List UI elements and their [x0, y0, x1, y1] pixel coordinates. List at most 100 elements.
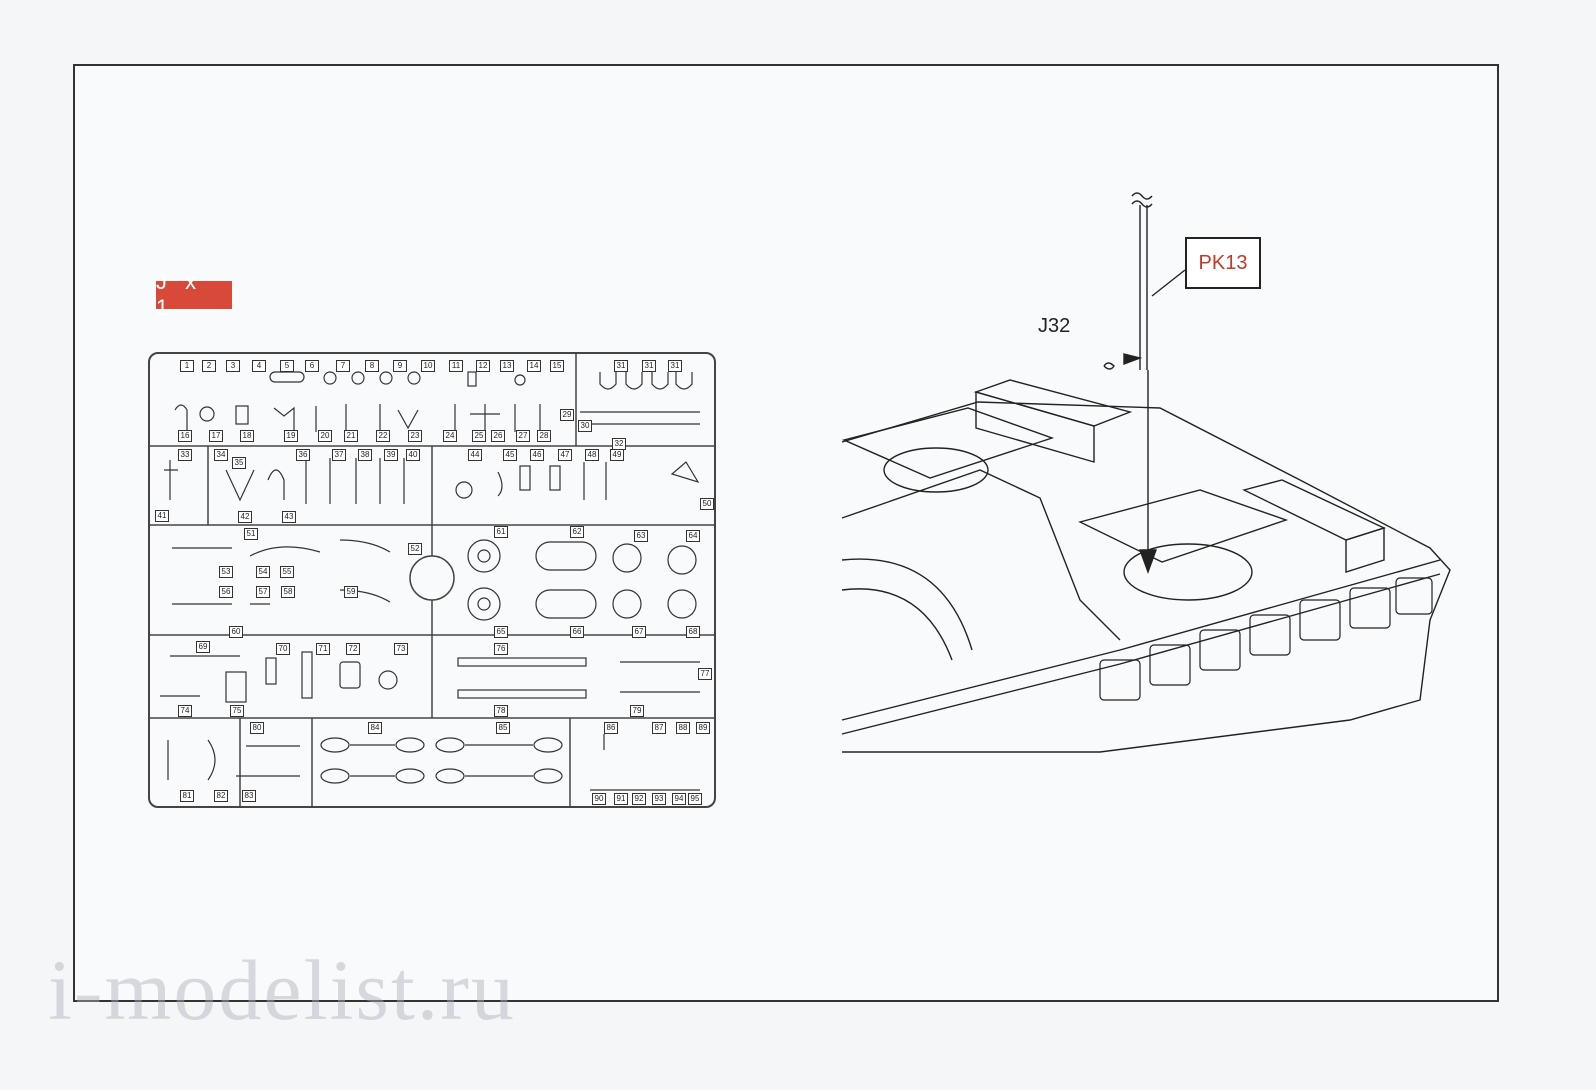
part-number-tag: 95 [688, 793, 702, 805]
part-number-tag: 6 [305, 360, 319, 372]
part-number-tag: 87 [652, 722, 666, 734]
site-watermark: i-modelist.ru [48, 942, 516, 1038]
part-number-tag: 76 [494, 643, 508, 655]
part-number-tag: 91 [614, 793, 628, 805]
part-number-tag: 68 [686, 626, 700, 638]
part-number-tag: 85 [496, 722, 510, 734]
part-number-tag: 38 [358, 449, 372, 461]
part-callout-j32: J32 [1038, 315, 1071, 337]
part-number-tag: 73 [394, 643, 408, 655]
part-number-tag: 35 [232, 457, 246, 469]
part-number-tag: 16 [178, 430, 192, 442]
part-number-tag: 3 [226, 360, 240, 372]
part-number-tag: 1 [180, 360, 194, 372]
part-number-tag: 79 [630, 705, 644, 717]
part-number-tag: 74 [178, 705, 192, 717]
part-number-tag: 30 [578, 420, 592, 432]
part-number-tag: 70 [276, 643, 290, 655]
sprue-j-frame [148, 352, 716, 808]
part-number-tag: 51 [244, 528, 258, 540]
part-number-tag: 28 [537, 430, 551, 442]
part-number-tag: 90 [592, 793, 606, 805]
part-number-tag: 40 [406, 449, 420, 461]
part-number-tag: 62 [570, 526, 584, 538]
part-number-tag: 86 [604, 722, 618, 734]
part-number-tag: 37 [332, 449, 346, 461]
part-number-tag: 64 [686, 530, 700, 542]
part-number-tag: 67 [632, 626, 646, 638]
part-number-tag: 17 [209, 430, 223, 442]
part-number-tag: 81 [180, 790, 194, 802]
part-number-tag: 52 [408, 543, 422, 555]
part-number-tag: 27 [516, 430, 530, 442]
part-number-tag: 82 [214, 790, 228, 802]
part-number-tag: 93 [652, 793, 666, 805]
part-number-tag: 19 [284, 430, 298, 442]
part-number-tag: 46 [530, 449, 544, 461]
part-number-tag: 2 [202, 360, 216, 372]
part-number-tag: 89 [696, 722, 710, 734]
part-number-tag: 61 [494, 526, 508, 538]
part-number-tag: 56 [219, 586, 233, 598]
part-number-tag: 7 [336, 360, 350, 372]
part-number-tag: 18 [240, 430, 254, 442]
part-number-tag: 59 [344, 586, 358, 598]
part-number-tag: 78 [494, 705, 508, 717]
part-number-tag: 24 [443, 430, 457, 442]
part-number-tag: 22 [376, 430, 390, 442]
part-number-tag: 71 [316, 643, 330, 655]
part-number-tag: 45 [503, 449, 517, 461]
part-number-tag: 21 [344, 430, 358, 442]
instruction-page-frame [73, 64, 1499, 1002]
part-number-tag: 11 [449, 360, 463, 372]
part-number-tag: 31 [642, 360, 656, 372]
part-number-tag: 43 [282, 511, 296, 523]
part-number-tag: 50 [700, 498, 714, 510]
part-number-tag: 5 [280, 360, 294, 372]
part-number-tag: 42 [238, 511, 252, 523]
part-number-tag: 14 [527, 360, 541, 372]
part-number-tag: 63 [634, 530, 648, 542]
tank-hull-drawing [841, 192, 1451, 753]
part-number-tag: 13 [500, 360, 514, 372]
part-number-tag: 41 [155, 510, 169, 522]
part-number-tag: 60 [229, 626, 243, 638]
part-number-tag: 34 [214, 449, 228, 461]
part-number-tag: 23 [408, 430, 422, 442]
part-number-tag: 44 [468, 449, 482, 461]
part-number-tag: 15 [550, 360, 564, 372]
part-number-tag: 58 [281, 586, 295, 598]
part-number-tag: 92 [632, 793, 646, 805]
part-number-tag: 65 [494, 626, 508, 638]
part-number-tag: 77 [698, 668, 712, 680]
part-number-tag: 12 [476, 360, 490, 372]
part-number-tag: 25 [472, 430, 486, 442]
part-number-tag: 9 [393, 360, 407, 372]
pe-part-callout-pk13: PK13 [1185, 237, 1261, 289]
part-number-tag: 75 [230, 705, 244, 717]
part-number-tag: 4 [252, 360, 266, 372]
part-number-tag: 83 [242, 790, 256, 802]
part-number-tag: 8 [365, 360, 379, 372]
part-number-tag: 26 [491, 430, 505, 442]
part-number-tag: 48 [585, 449, 599, 461]
part-number-tag: 94 [672, 793, 686, 805]
part-number-tag: 36 [296, 449, 310, 461]
part-number-tag: 20 [318, 430, 332, 442]
part-number-tag: 29 [560, 409, 574, 421]
part-number-tag: 69 [196, 641, 210, 653]
part-number-tag: 54 [256, 566, 270, 578]
part-number-tag: 33 [178, 449, 192, 461]
part-number-tag: 31 [668, 360, 682, 372]
part-number-tag: 53 [219, 566, 233, 578]
part-number-tag: 31 [614, 360, 628, 372]
part-number-tag: 88 [676, 722, 690, 734]
part-number-tag: 55 [280, 566, 294, 578]
part-number-tag: 57 [256, 586, 270, 598]
part-number-tag: 49 [610, 449, 624, 461]
part-number-tag: 47 [558, 449, 572, 461]
part-number-tag: 66 [570, 626, 584, 638]
part-number-tag: 39 [384, 449, 398, 461]
part-number-tag: 72 [346, 643, 360, 655]
